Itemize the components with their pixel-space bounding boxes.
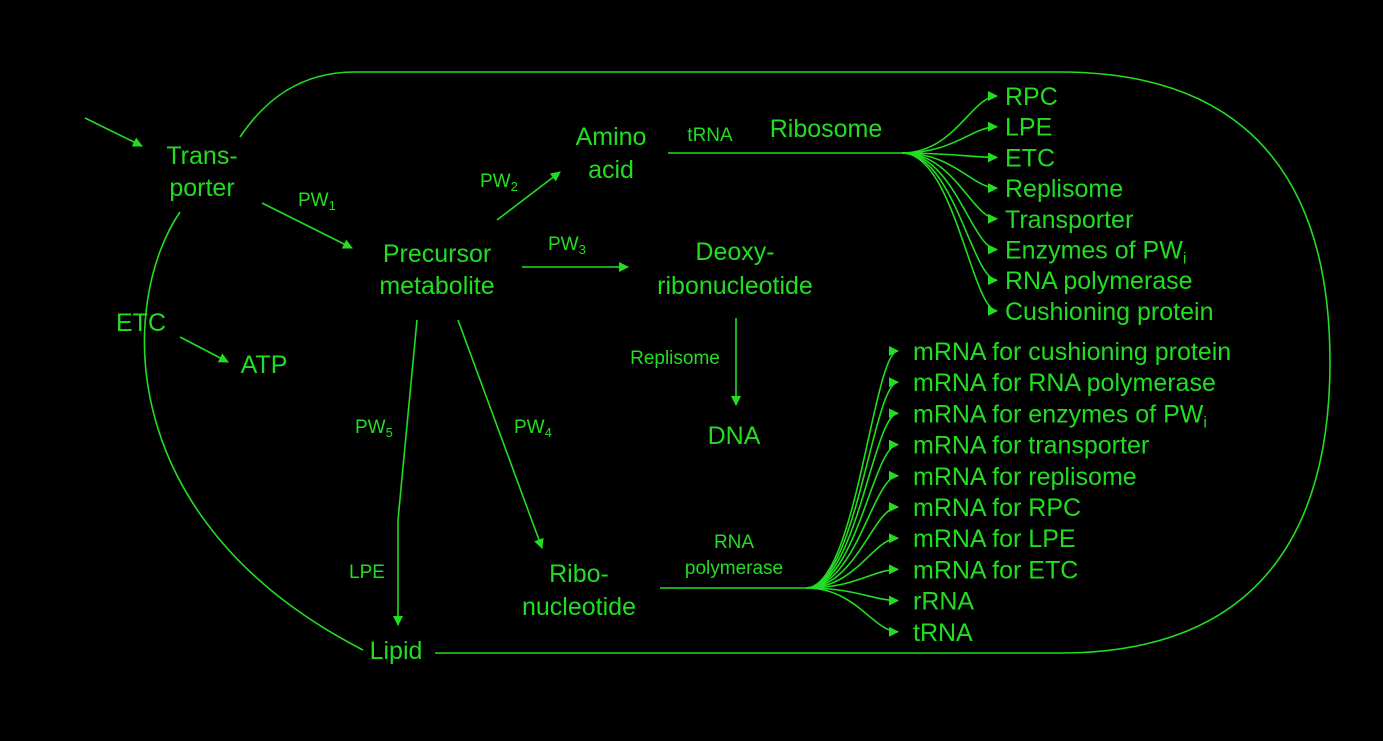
- label-pw3: PW3: [548, 234, 586, 257]
- rna-arrow: [805, 587, 899, 637]
- node-deoxy-line2: ribonucleotide: [657, 272, 813, 300]
- node-dna: DNA: [708, 422, 761, 450]
- protein-arrow: [901, 152, 998, 163]
- rna-arrow: [805, 377, 899, 589]
- label-pw1: PW1: [298, 190, 336, 213]
- rna-item: tRNA: [913, 619, 973, 647]
- rna-arrow: [805, 439, 899, 589]
- label-pw4: PW4: [514, 417, 552, 440]
- rna-item: mRNA for RNA polymerase: [913, 369, 1216, 397]
- protein-arrow: [901, 152, 998, 286]
- uptake-arrow: [84, 117, 143, 147]
- rna-arrow: [805, 564, 899, 589]
- protein-item: Transporter: [1005, 206, 1133, 234]
- node-precursor-line1: Precursor: [383, 240, 491, 268]
- rna-item: rRNA: [913, 588, 974, 616]
- label-lpe: LPE: [349, 562, 385, 583]
- protein-item: Enzymes of PWi: [1005, 237, 1186, 268]
- rna-arrow: [805, 346, 899, 589]
- label-pw2: PW2: [480, 171, 518, 194]
- label-trna: tRNA: [687, 125, 733, 146]
- cell-membrane-left: [143, 211, 364, 651]
- node-ribo-line2: nucleotide: [522, 593, 636, 621]
- node-amino-line2: acid: [588, 156, 634, 184]
- protein-arrow: [901, 152, 998, 224]
- pw5-lpe-arrow: [393, 319, 418, 626]
- protein-arrow: [901, 91, 998, 154]
- label-replisome: Replisome: [630, 348, 720, 369]
- protein-arrow: [901, 121, 998, 154]
- rna-arrow: [805, 470, 899, 589]
- protein-fan-arrows: [901, 91, 998, 316]
- protein-arrow: [901, 152, 998, 316]
- node-atp: ATP: [241, 351, 288, 379]
- protein-item: LPE: [1005, 114, 1052, 142]
- protein-arrow: [901, 152, 998, 194]
- rna-arrow: [805, 502, 899, 589]
- pw1-arrow: [261, 202, 353, 249]
- protein-item: Cushioning protein: [1005, 298, 1213, 326]
- etc-atp-arrow: [179, 336, 229, 363]
- protein-item: RPC: [1005, 83, 1058, 111]
- rna-arrow: [805, 587, 899, 606]
- node-transporter-line2: porter: [169, 174, 234, 202]
- label-rnapol-line1: RNA: [714, 532, 754, 553]
- node-ribo-line1: Ribo-: [549, 560, 609, 588]
- protein-item: Replisome: [1005, 175, 1123, 203]
- node-deoxy-line1: Deoxy-: [695, 238, 774, 266]
- rna-item: mRNA for LPE: [913, 525, 1076, 553]
- cell-membrane: [239, 71, 1331, 654]
- protein-item: RNA polymerase: [1005, 267, 1193, 295]
- protein-item: ETC: [1005, 144, 1055, 172]
- pw2-arrow: [496, 171, 561, 221]
- label-pw5: PW5: [355, 417, 393, 440]
- node-precursor-line2: metabolite: [379, 272, 494, 300]
- rna-arrow: [805, 408, 899, 589]
- rna-item: mRNA for enzymes of PWi: [913, 400, 1207, 431]
- rna-item: mRNA for RPC: [913, 494, 1081, 522]
- rna-arrow: [805, 533, 899, 589]
- pw4-arrow: [457, 319, 544, 549]
- rna-item: mRNA for transporter: [913, 432, 1149, 460]
- node-ribosome: Ribosome: [770, 115, 883, 143]
- node-transporter-line1: Trans-: [166, 142, 237, 170]
- node-lipid: Lipid: [370, 637, 423, 665]
- node-etc: ETC: [116, 309, 166, 337]
- rna-item: mRNA for cushioning protein: [913, 338, 1231, 366]
- label-rnapol-line2: polymerase: [685, 558, 783, 579]
- rna-fan-arrows: [805, 346, 899, 637]
- protein-arrow: [901, 152, 998, 255]
- node-amino-line1: Amino: [576, 123, 647, 151]
- rna-item: mRNA for replisome: [913, 463, 1137, 491]
- rna-item: mRNA for ETC: [913, 556, 1078, 584]
- rna-list: mRNA for cushioning protein mRNA for RNA …: [913, 338, 1231, 647]
